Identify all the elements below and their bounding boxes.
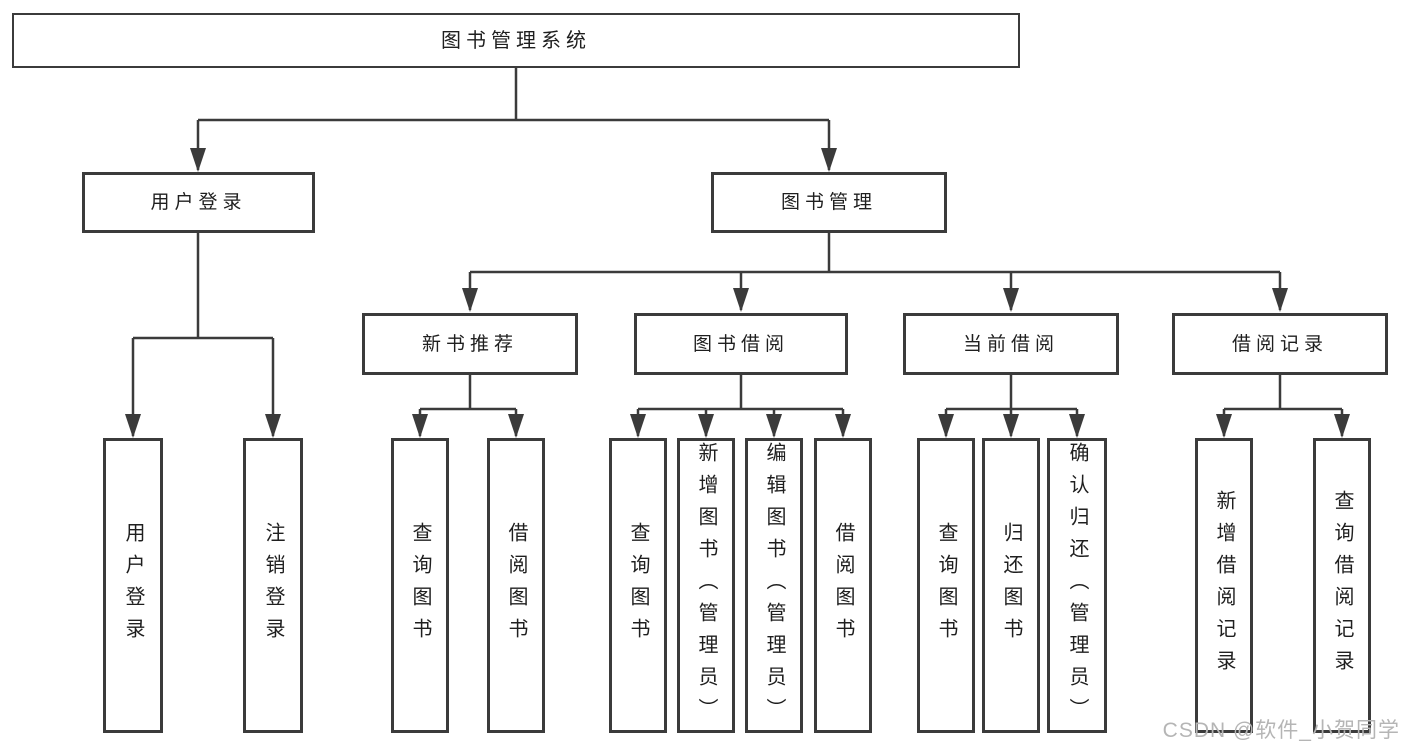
- leaf-confirm-return-admin: 确认归还（管理员）: [1047, 438, 1107, 733]
- node-book-management-group: 图书管理: [711, 172, 947, 233]
- leaf-logout: 注销登录: [243, 438, 303, 733]
- leaf-return-book: 归还图书: [982, 438, 1040, 733]
- csdn-watermark: CSDN @软件_小贺同学: [1162, 719, 1400, 742]
- node-borrowing-records: 借阅记录: [1172, 313, 1388, 375]
- node-current-borrowing: 当前借阅: [903, 313, 1119, 375]
- leaf-add-book-admin: 新增图书（管理员）: [677, 438, 735, 733]
- leaf-add-borrow-record: 新增借阅记录: [1195, 438, 1253, 733]
- leaf-search-books-1: 查询图书: [391, 438, 449, 733]
- leaf-borrow-books-1: 借阅图书: [487, 438, 545, 733]
- leaf-search-books-2: 查询图书: [609, 438, 667, 733]
- leaf-search-books-3: 查询图书: [917, 438, 975, 733]
- leaf-search-borrow-record: 查询借阅记录: [1313, 438, 1371, 733]
- leaf-edit-book-admin: 编辑图书（管理员）: [745, 438, 803, 733]
- node-book-borrowing: 图书借阅: [634, 313, 848, 375]
- node-user-login-group: 用户登录: [82, 172, 315, 233]
- node-new-books: 新书推荐: [362, 313, 578, 375]
- leaf-borrow-books-2: 借阅图书: [814, 438, 872, 733]
- leaf-user-login: 用户登录: [103, 438, 163, 733]
- node-root-library-system: 图书管理系统: [12, 13, 1020, 68]
